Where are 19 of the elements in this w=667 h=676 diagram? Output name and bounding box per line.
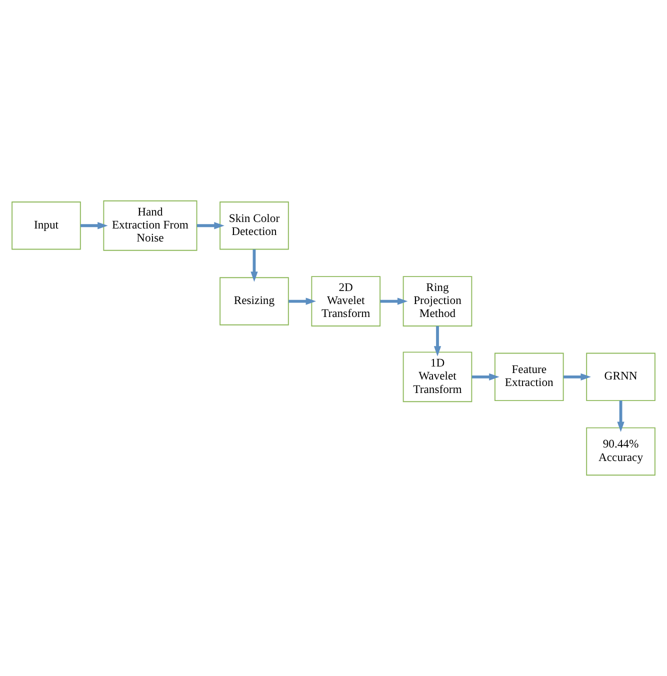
node-box: 2D Wavelet Transform [311,276,381,326]
node-box: Hand Extraction From Noise [103,200,198,251]
arrow [434,326,442,356]
node-box: 1D Wavelet Transform [402,352,472,402]
arrow [80,222,108,230]
node-box: Ring Projection Method [402,276,472,326]
node-box: Feature Extraction [494,352,564,402]
arrow [288,298,316,305]
arrow [472,373,500,380]
node-box: Skin Color Detection [220,202,289,250]
node-box: 90.44% Accuracy [586,427,656,476]
node-box: GRNN [586,352,656,402]
arrow [617,400,624,432]
node-box: Input [12,202,81,250]
arrow [380,298,408,305]
node-box: Resizing [220,277,289,326]
arrow [196,222,224,230]
arrow [250,249,258,282]
arrow [564,373,591,380]
